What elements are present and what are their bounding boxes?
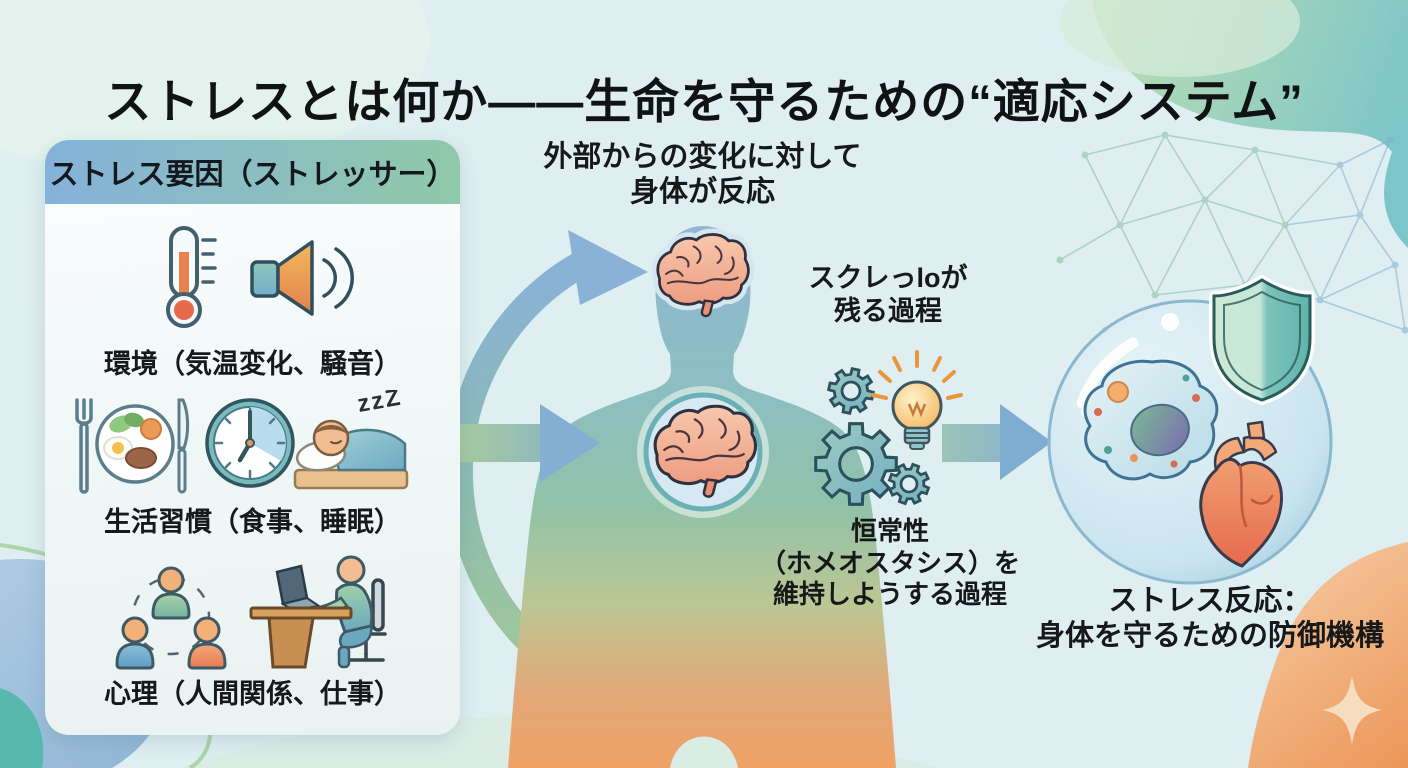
homeostasis-caption: 恒常性 （ホメオスタシス）を 維持しようする過程 [745,516,1035,611]
shield-icon [1209,275,1315,405]
meal-icon [75,398,190,494]
output-arrow [942,404,1052,480]
stressor-row-label: 生活習慣（食事、睡眠） [104,507,401,537]
head-brain-icon [651,228,755,318]
stress-response-caption: ストレス反応： 身体を守るための防御機構 [1015,584,1405,655]
people-group-icon [115,566,227,670]
cell-icon [1083,359,1219,481]
stress-response-line2: 身体を守るための防御機構 [1035,620,1384,653]
speaker-icon [250,240,354,316]
bottom-left-teal-corner [0,688,44,768]
top-right-blob-highlight [1060,0,1300,77]
reaction-caption-line2: 身体が反応 [629,176,775,209]
reaction-caption-line1: 外部からの変化に対して [543,141,862,173]
lightbulb-icon [871,350,963,450]
input-arrow [452,404,600,482]
mint-tint-top-left [0,0,430,170]
thermometer-icon [166,226,217,328]
process-caption-line1: スクレっloが [808,263,968,293]
sparkle-icon [1322,676,1382,744]
chest-brain-icon [637,386,769,518]
reaction-caption: 外部からの変化に対して 身体が反応 [480,140,925,211]
process-caption-line2: 残る過程 [834,295,942,326]
homeostasis-caption-line2: （ホメオスタシス）を [759,547,1020,578]
stressor-row-label: 環境（気温変化、騒音） [104,349,401,379]
stressor-panel-header: ストレス要因（ストレッサー） [45,140,460,204]
stressor-row-label: 心理（人間関係、仕事） [104,679,401,709]
page-title: ストレスとは何か——生命を守るための“適応システム” [104,75,1304,129]
homeostasis-caption-line3: 維持しようする過程 [772,579,1007,610]
clock-icon [205,398,295,488]
stress-response-line1: ストレス反応： [1108,585,1312,617]
zzz-text: zzZ [355,390,404,418]
heart-icon [1199,420,1283,568]
process-caption: スクレっloが 残る過程 [768,262,1008,328]
homeostasis-caption-line1: 恒常性 [850,516,929,546]
stressor-panel: ストレス要因（ストレッサー） 環境（気温変化、騒音） [45,140,460,735]
sleep-icon: zzZ [293,390,409,490]
desk-work-icon [249,555,387,669]
